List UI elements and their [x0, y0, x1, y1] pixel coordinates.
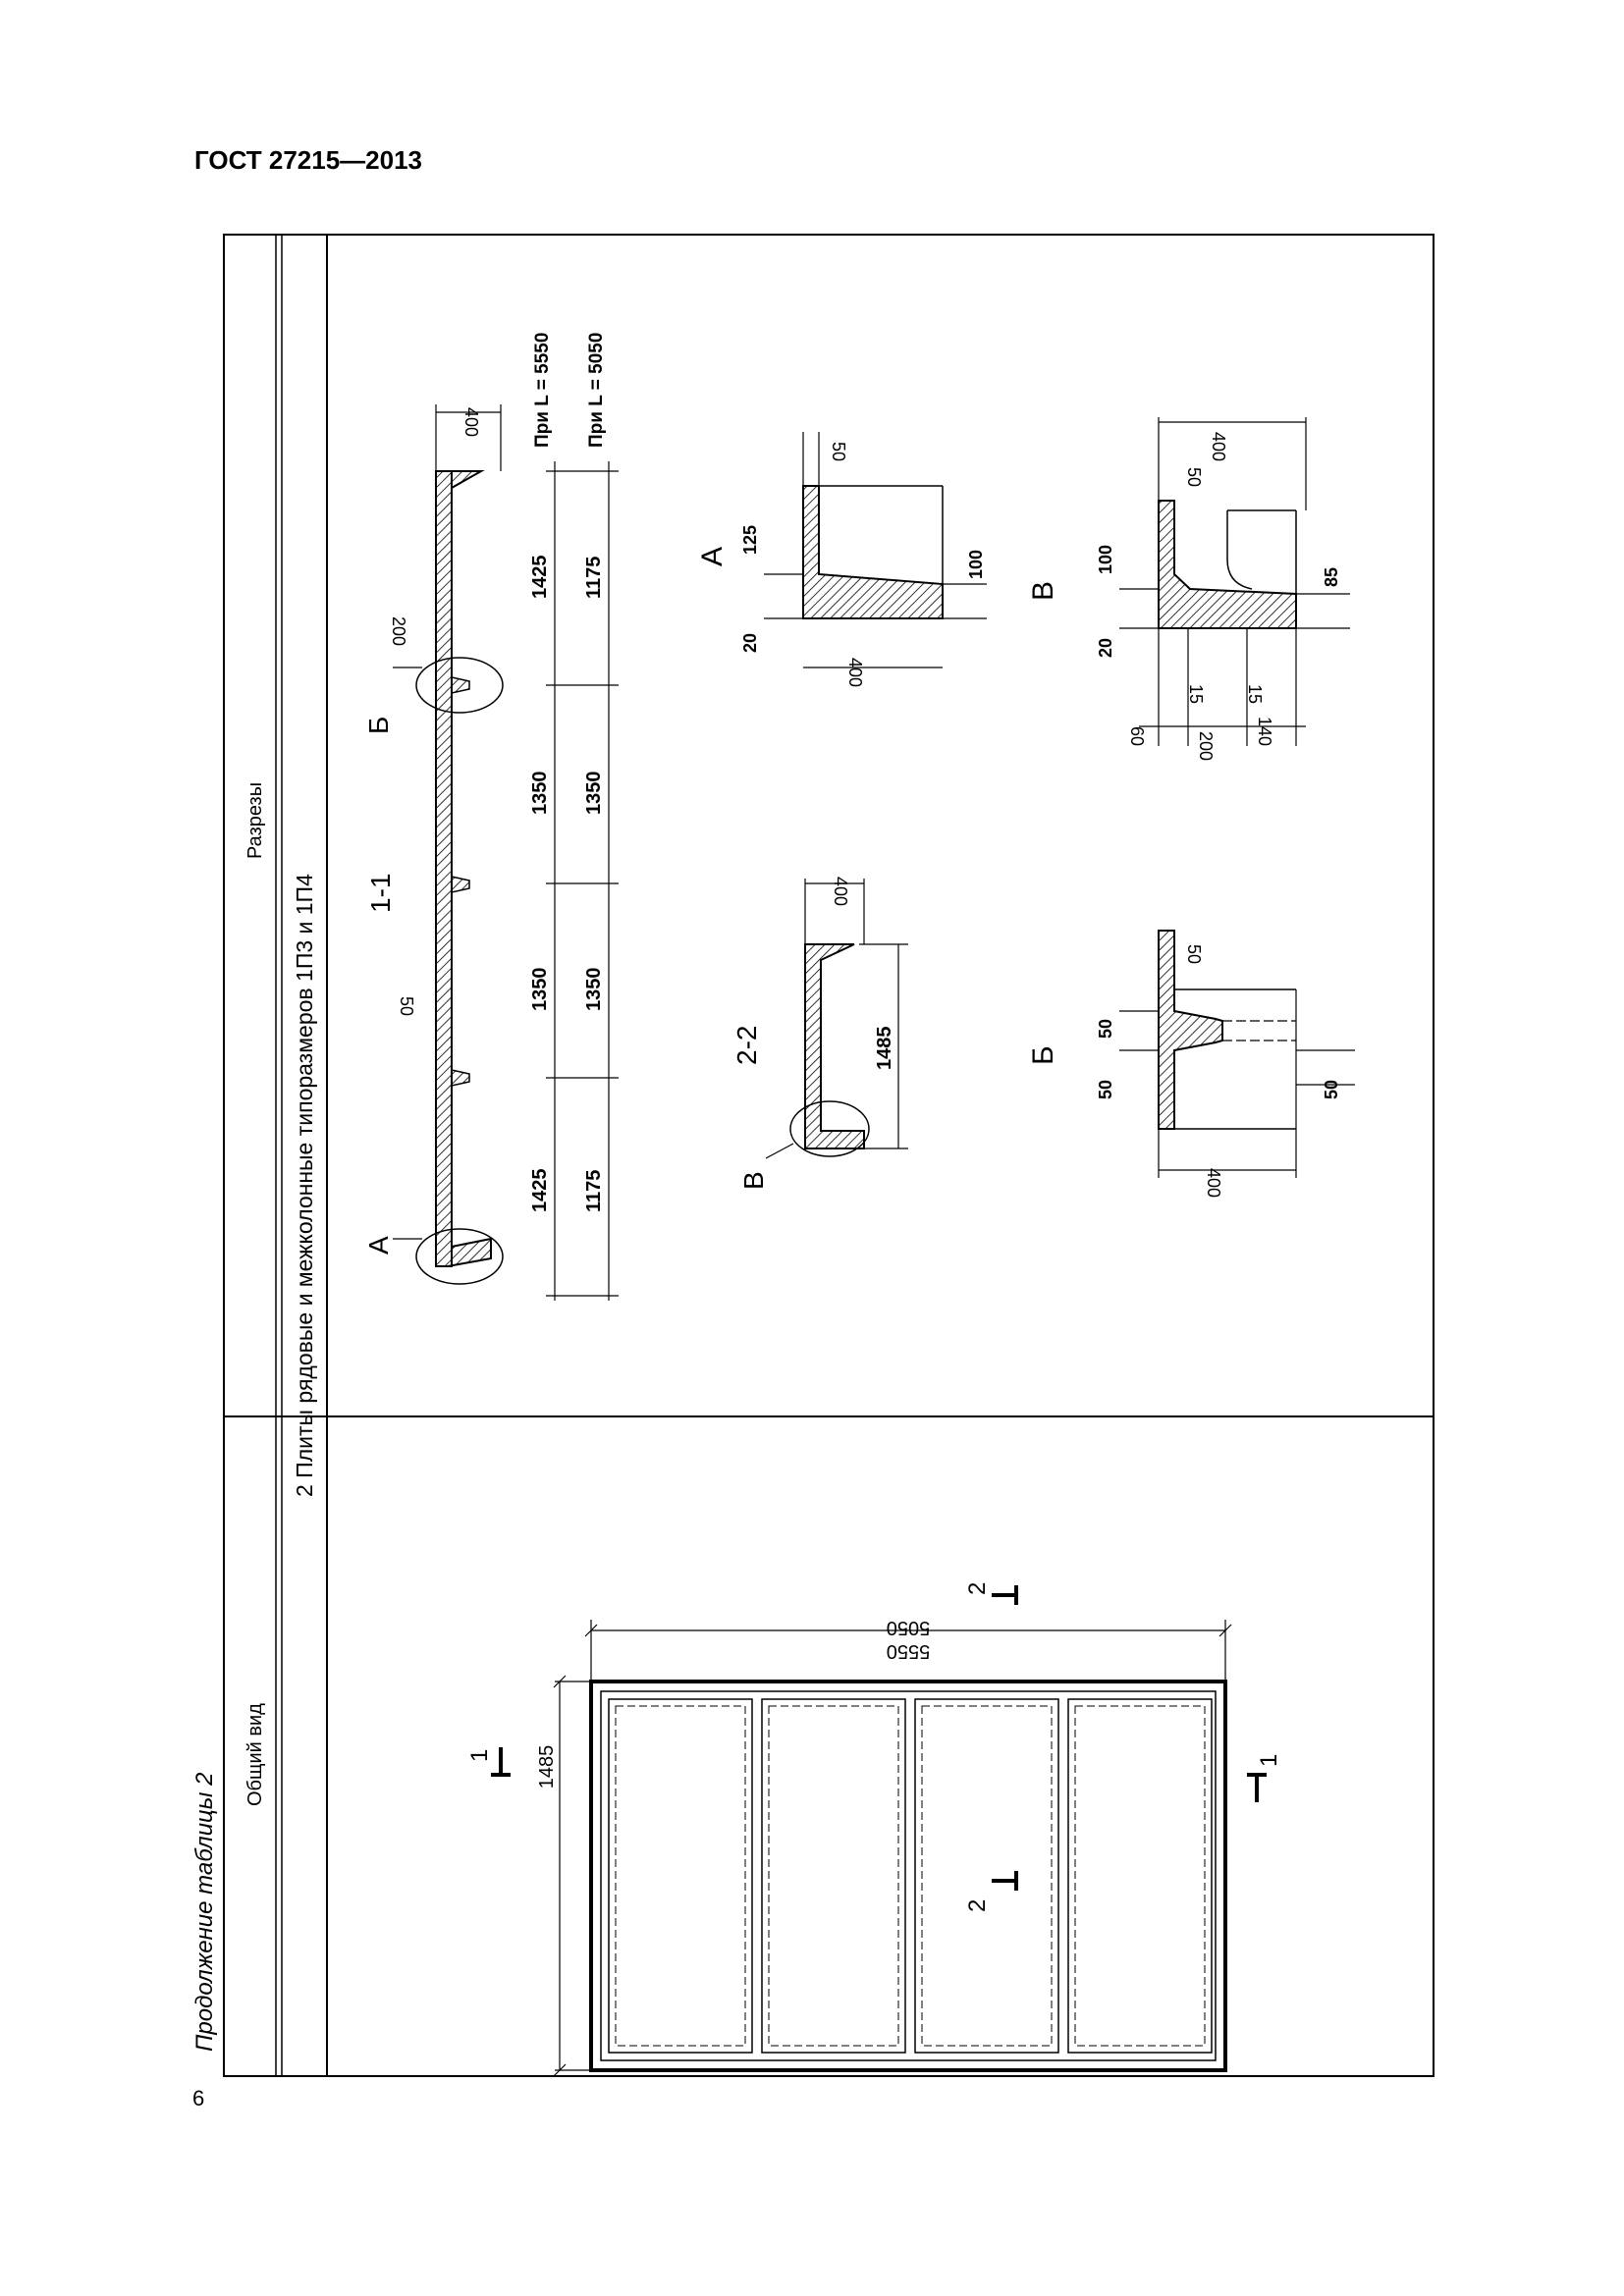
plan-dim-length-5050: 5050 [887, 1617, 931, 1638]
detail-a-dim-125: 125 [740, 525, 760, 555]
plan-dim-length-5550: 5550 [887, 1640, 931, 1662]
section-2-2: В 2-2 400 1485 [731, 877, 908, 1190]
section-2-2-dim-400: 400 [831, 877, 850, 906]
detail-b: Б 50 50 50 50 400 [1027, 930, 1355, 1198]
section-1-1-callout-b: Б [363, 717, 394, 734]
section-1-1-row2-c2: 1350 [583, 968, 605, 1012]
section-1-1-row1-c4: 1425 [529, 556, 551, 600]
section-2-2-callout-v: В [738, 1171, 769, 1190]
page-number: 6 [192, 2086, 205, 2110]
detail-b-title: Б [1027, 1045, 1059, 1065]
section-1-1-callout-a: А [363, 1236, 394, 1255]
section-2-2-dim-1485: 1485 [874, 1027, 895, 1071]
plan-dim-width-1485: 1485 [536, 1745, 558, 1789]
plan-view: 5550 5050 1485 1 1 2 2 [466, 1582, 1282, 2077]
section-1-1-row1-c1: 1425 [529, 1169, 551, 1213]
detail-v-title: В [1027, 581, 1059, 601]
detail-b-dim-400: 400 [1204, 1168, 1223, 1198]
plan-section-mark-2-top: 2 [964, 1582, 991, 1595]
table-frame [223, 234, 1435, 2077]
document-header: ГОСТ 27215—2013 [194, 145, 422, 175]
detail-a: А 125 20 100 50 400 [696, 432, 987, 687]
detail-v-dim-15-a: 15 [1186, 684, 1206, 704]
section-1-1-row2-c1: 1175 [583, 1170, 605, 1212]
detail-v-dim-15-b: 15 [1245, 684, 1265, 704]
detail-b-dim-50-c: 50 [1322, 1080, 1341, 1099]
section-1-1-title: 1-1 [365, 874, 396, 913]
section-1-1-row2-c4: 1175 [583, 557, 605, 599]
section-1-1-dim-200: 200 [389, 616, 408, 646]
section-1-1-dim-50: 50 [397, 996, 416, 1016]
detail-a-dim-100: 100 [966, 550, 986, 579]
detail-v: В 100 20 85 50 400 15 15 60 200 140 [1027, 417, 1350, 761]
plan-section-mark-2-bottom: 2 [964, 1899, 991, 1912]
detail-v-dim-140: 140 [1255, 717, 1274, 746]
section-1-1-dim-400: 400 [461, 407, 481, 437]
column-header-general-view: Общий вид [244, 1703, 266, 1806]
detail-v-dim-100: 100 [1096, 545, 1115, 574]
detail-a-dim-400: 400 [845, 658, 865, 687]
detail-b-dim-50-b: 50 [1096, 1080, 1115, 1099]
detail-v-dim-20: 20 [1096, 638, 1115, 658]
row-title: 2 Плиты рядовые и межколонные типоразмер… [292, 874, 317, 1497]
section-1-1-row1-c2: 1350 [529, 968, 551, 1012]
section-1-1: А Б 1-1 400 200 50 1425 1350 1350 1425 1… [363, 333, 619, 1301]
detail-v-dim-60: 60 [1127, 726, 1147, 746]
detail-v-dim-200: 200 [1196, 731, 1216, 761]
note-l-5050: При L = 5050 [586, 333, 607, 448]
column-header-sections: Разрезы [244, 782, 266, 859]
section-2-2-title: 2-2 [731, 1026, 762, 1065]
detail-b-dim-50-a: 50 [1096, 1019, 1115, 1039]
detail-a-dim-50: 50 [829, 442, 848, 461]
section-1-1-row1-c3: 1350 [529, 772, 551, 816]
plan-section-mark-1-right: 1 [1256, 1754, 1282, 1767]
detail-v-dim-50: 50 [1184, 467, 1204, 487]
detail-v-dim-400: 400 [1209, 432, 1228, 461]
detail-v-dim-85: 85 [1322, 567, 1341, 587]
plan-section-mark-1-left: 1 [466, 1749, 493, 1762]
note-l-5550: При L = 5550 [532, 333, 553, 448]
detail-a-dim-20: 20 [740, 633, 760, 653]
section-1-1-row2-c3: 1350 [583, 772, 605, 816]
detail-b-dim-50-d: 50 [1184, 944, 1204, 964]
detail-a-title: А [696, 547, 729, 566]
